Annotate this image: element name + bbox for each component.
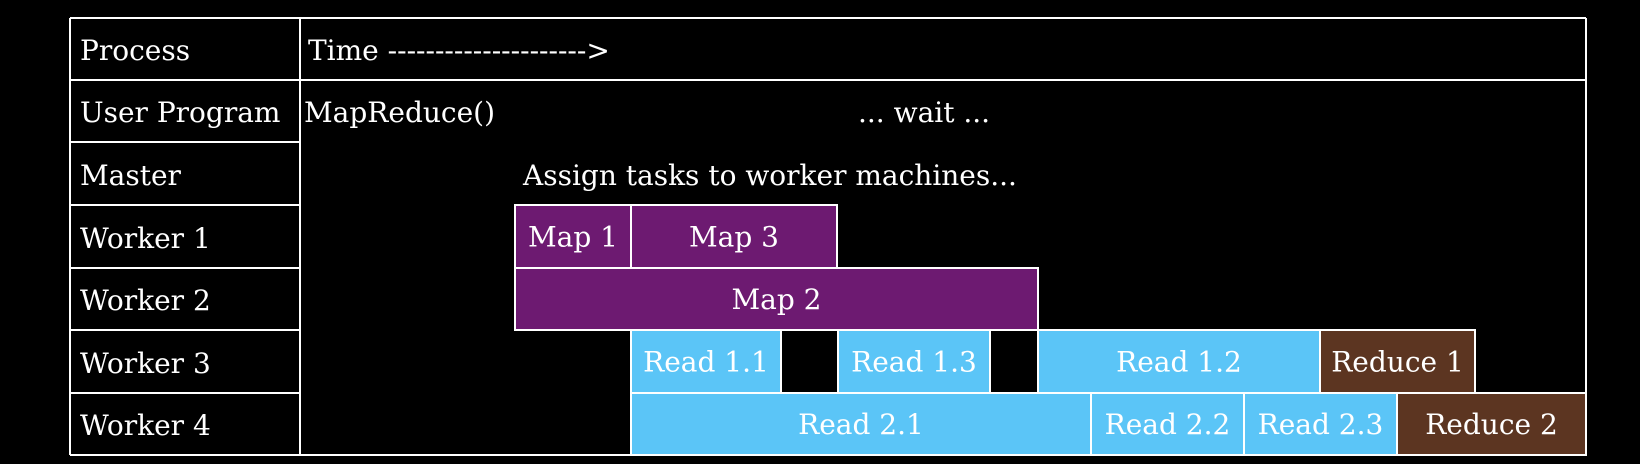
task-label-reduce-2: Reduce 2 bbox=[1425, 408, 1558, 441]
task-label-read-1-3: Read 1.3 bbox=[851, 346, 977, 379]
row-label-worker-3: Worker 3 bbox=[80, 347, 211, 380]
assign-tasks-text: Assign tasks to worker machines... bbox=[522, 159, 1017, 192]
task-label-map-3: Map 3 bbox=[689, 221, 779, 254]
task-label-read-2-1: Read 2.1 bbox=[798, 408, 924, 441]
task-label-read-1-2: Read 1.2 bbox=[1116, 346, 1242, 379]
row-label-worker-4: Worker 4 bbox=[80, 409, 211, 442]
task-bar-reduce-1 bbox=[1319, 329, 1476, 394]
task-label-read-2-2: Read 2.2 bbox=[1105, 408, 1231, 441]
task-label-map-2: Map 2 bbox=[731, 283, 821, 316]
task-label-map-1: Map 1 bbox=[528, 221, 618, 254]
row-labels: User Program Master Worker 1 Worker 2 Wo… bbox=[80, 96, 280, 442]
task-bar-map-3 bbox=[630, 204, 838, 269]
task-bar-map-2 bbox=[514, 267, 1039, 331]
row-label-worker-2: Worker 2 bbox=[80, 284, 211, 317]
task-bar-map-1 bbox=[514, 204, 632, 269]
task-bar-read-1-3 bbox=[837, 329, 991, 394]
task-label-read-1-1: Read 1.1 bbox=[643, 346, 769, 379]
task-bar-read-1-1 bbox=[630, 329, 782, 394]
task-bar-read-2-3 bbox=[1243, 392, 1398, 456]
row-label-master: Master bbox=[80, 159, 182, 192]
wait-text: ... wait ... bbox=[858, 96, 990, 129]
row-label-user-program: User Program bbox=[80, 96, 280, 129]
mapreduce-call-text: MapReduce() bbox=[304, 96, 495, 129]
task-bar-read-1-2 bbox=[1037, 329, 1321, 394]
process-column-header: Process bbox=[80, 34, 190, 67]
task-label-read-2-3: Read 2.3 bbox=[1258, 408, 1384, 441]
task-bar-reduce-2 bbox=[1396, 392, 1587, 456]
task-bar-read-2-2 bbox=[1090, 392, 1245, 456]
task-bar-read-2-1 bbox=[630, 392, 1092, 456]
row-label-worker-1: Worker 1 bbox=[80, 222, 211, 255]
time-column-header: Time ---------------------> bbox=[308, 34, 610, 67]
task-label-reduce-1: Reduce 1 bbox=[1331, 346, 1464, 379]
